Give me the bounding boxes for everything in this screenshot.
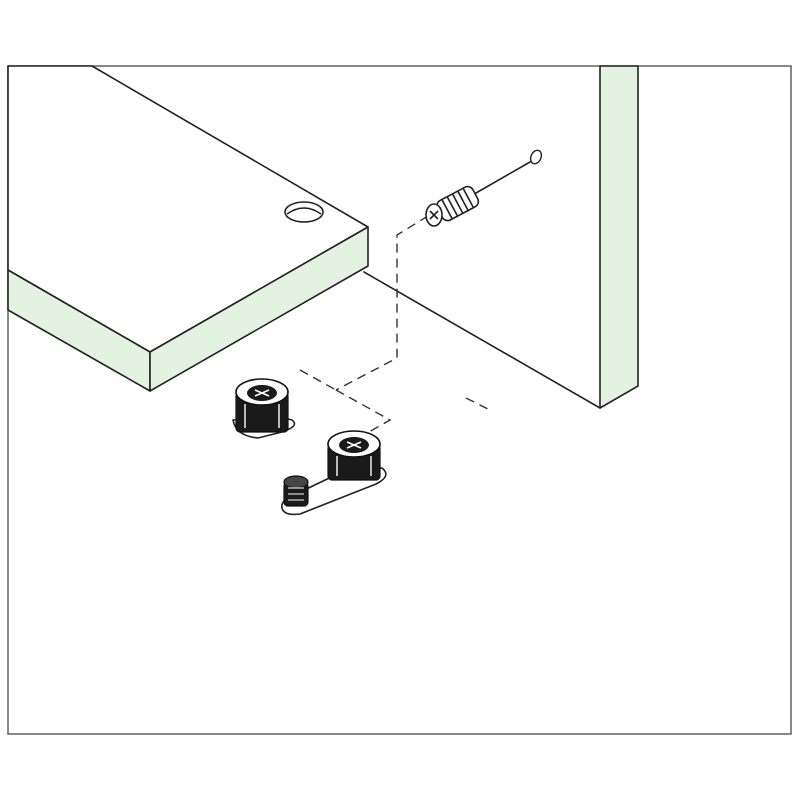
drilled-hole <box>284 201 324 223</box>
cam-connector-with-shelf-support <box>280 430 387 516</box>
diagram-frame <box>7 65 792 735</box>
connector-bolt <box>425 149 543 227</box>
side-panel <box>363 65 639 409</box>
shelf-panel <box>7 65 369 392</box>
cam-connector-housing <box>232 378 296 439</box>
